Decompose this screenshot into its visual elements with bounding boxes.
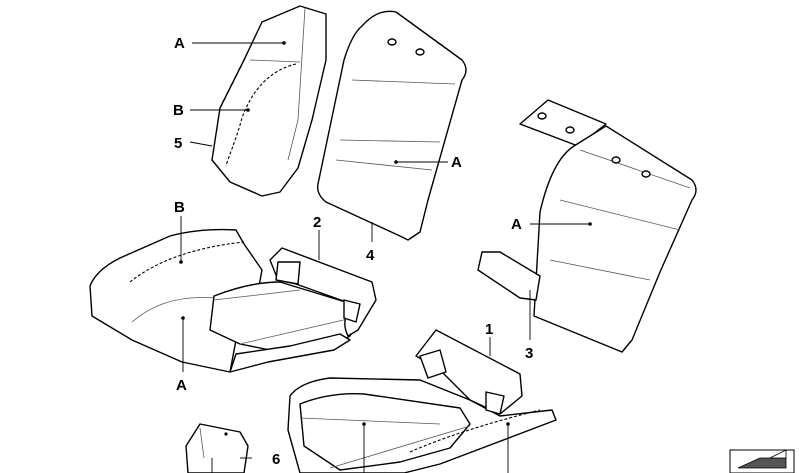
callout-1: 1 <box>485 321 493 338</box>
callout-b-side-trim: B <box>173 102 184 119</box>
callout-a-side-trim: A <box>174 35 185 52</box>
side-trim-panel[interactable] <box>211 5 327 197</box>
backrest-cover-right[interactable] <box>477 99 697 353</box>
callout-a-backrest-left: A <box>451 154 462 171</box>
leader-lines <box>179 41 592 473</box>
callout-labels: A B 5 A 4 A 3 B 2 A 1 6 <box>173 35 533 468</box>
seat-cushion-cover-left[interactable] <box>89 228 377 373</box>
small-trim-bracket[interactable] <box>185 423 249 473</box>
callout-4: 4 <box>366 247 375 264</box>
callout-b-cushion-left: B <box>174 199 185 216</box>
seat-cushion-cover-right[interactable] <box>287 329 557 473</box>
callout-a-backrest-right: A <box>511 216 522 233</box>
callout-6: 6 <box>272 451 280 468</box>
callout-3: 3 <box>525 345 533 362</box>
callout-2: 2 <box>313 214 321 231</box>
callout-5: 5 <box>174 135 182 152</box>
backrest-cover-left[interactable] <box>316 10 467 241</box>
folder-corner-icon <box>729 449 795 473</box>
callout-a-cushion-left: A <box>176 377 187 394</box>
